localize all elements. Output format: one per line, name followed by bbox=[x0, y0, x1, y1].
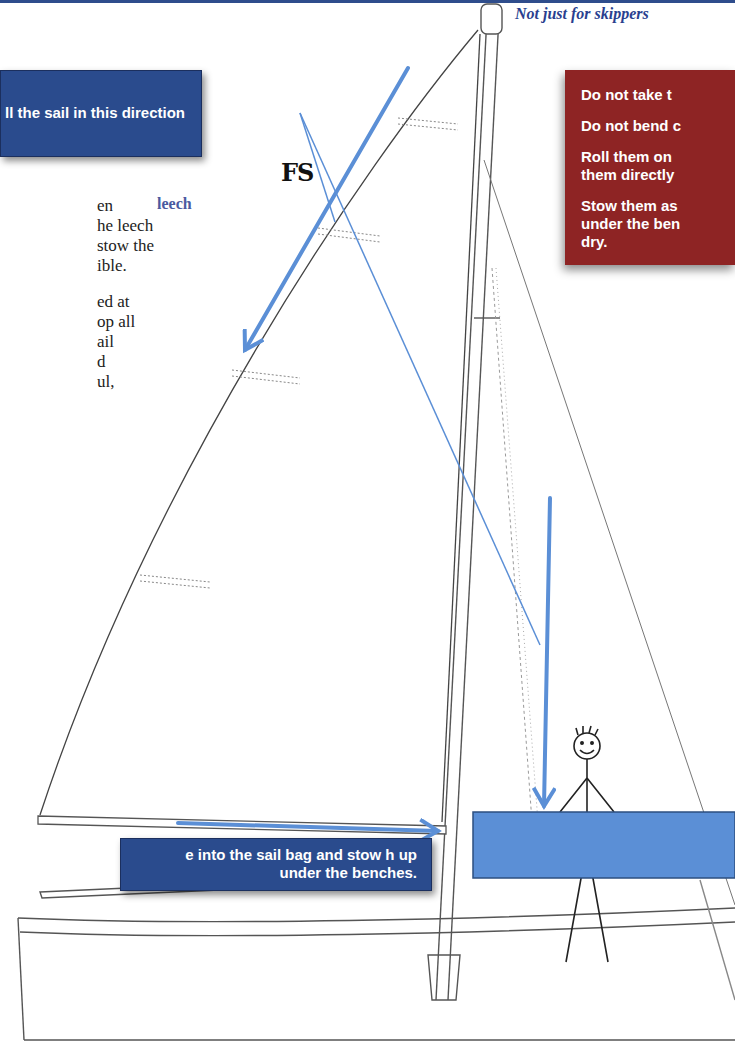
box-text: Do not take t bbox=[581, 86, 703, 104]
callout-box: e into the sail bag and stow h up under … bbox=[120, 838, 432, 891]
warning-box: Do not take t Do not bend c Roll them on t… bbox=[565, 70, 735, 265]
leader-line bbox=[300, 113, 540, 645]
top-rule bbox=[0, 0, 735, 3]
body-text: ail bbox=[97, 332, 114, 352]
body-text: stow the bbox=[97, 236, 154, 256]
body-text: en bbox=[97, 196, 113, 216]
batten bbox=[140, 118, 458, 588]
box-text: ll the sail in this direction bbox=[5, 104, 185, 122]
sail-logo: FS bbox=[281, 158, 313, 187]
body-text: op all bbox=[97, 312, 135, 332]
body-text: ul, bbox=[97, 372, 114, 392]
box-text: Stow them as under the ben dry. bbox=[581, 197, 703, 251]
body-text: ible. bbox=[97, 256, 127, 276]
body-text: d bbox=[97, 352, 106, 372]
sail-bag bbox=[473, 812, 735, 878]
rigging bbox=[484, 160, 735, 905]
hull bbox=[18, 880, 735, 1040]
page-header: Not just for skippers bbox=[515, 5, 649, 23]
body-text: ed at bbox=[97, 292, 130, 312]
box-text: Do not bend c bbox=[581, 117, 703, 135]
direction-arrow bbox=[178, 68, 550, 831]
box-text: Roll them on them directly bbox=[581, 148, 703, 184]
boom bbox=[38, 816, 446, 834]
body-text: he leech bbox=[97, 216, 153, 236]
callout-box: ll the sail in this direction bbox=[0, 70, 202, 157]
part-label: leech bbox=[157, 195, 192, 213]
box-text: e into the sail bag and stow h up under … bbox=[181, 846, 417, 882]
